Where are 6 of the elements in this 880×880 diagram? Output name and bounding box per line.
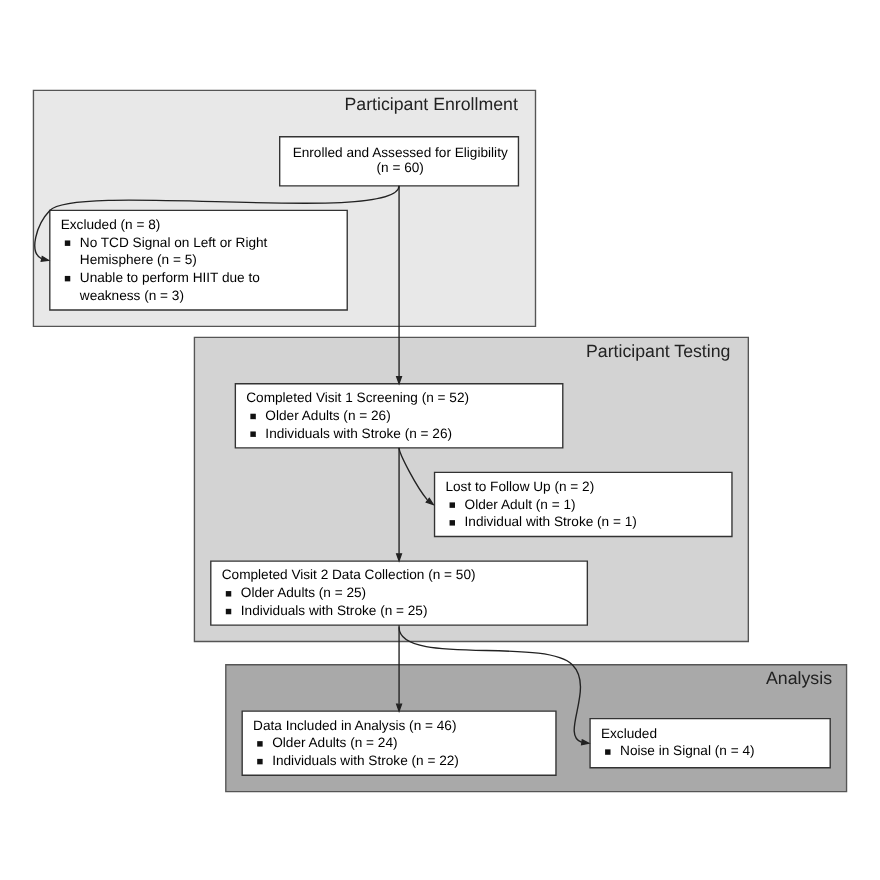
arrow bbox=[398, 625, 591, 745]
arrow bbox=[395, 184, 403, 385]
arrow bbox=[34, 184, 400, 261]
arrow bbox=[395, 446, 403, 562]
arrow bbox=[395, 623, 403, 713]
arrow bbox=[398, 446, 435, 505]
